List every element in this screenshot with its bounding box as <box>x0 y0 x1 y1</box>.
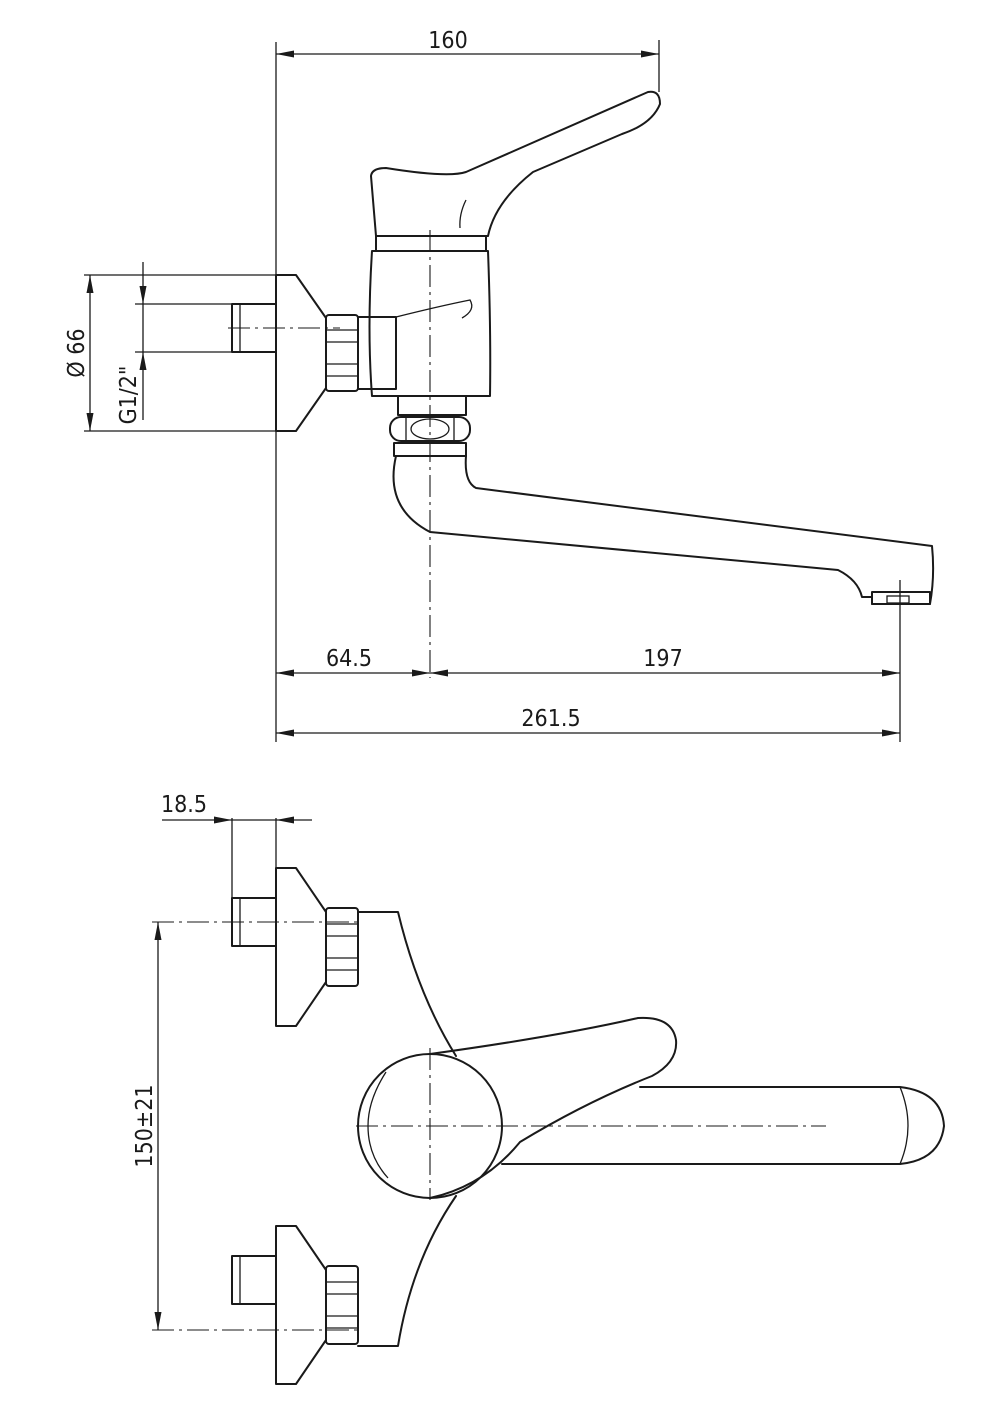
dim-flange-diameter-label: Ø 66 <box>64 328 90 377</box>
dimension-18-5: 18.5 <box>161 792 312 898</box>
dim-160-label: 160 <box>428 28 468 54</box>
lever-top <box>429 1016 678 1199</box>
dimension-flange-diameter: Ø 66 <box>64 274 276 432</box>
dimension-chain: 64.5 197 <box>276 646 900 677</box>
side-view: 160 <box>64 28 935 742</box>
spout-top <box>501 1086 945 1165</box>
swivel-ring <box>389 416 471 442</box>
wall-flange <box>275 274 327 432</box>
dim-18-5-label: 18.5 <box>161 792 207 818</box>
lever-handle <box>370 90 661 237</box>
dim-thread-label: G1/2" <box>116 366 142 425</box>
top-view: 18.5 <box>132 792 945 1385</box>
dim-261-5-label: 261.5 <box>521 706 580 732</box>
lower-eccentric <box>231 1225 359 1385</box>
dimension-261-5: 261.5 <box>276 706 900 737</box>
faucet-body <box>368 250 492 397</box>
dim-inlet-spacing-label: 150±21 <box>132 1084 158 1167</box>
body-top <box>357 911 457 1347</box>
dimension-inlet-spacing: 150±21 <box>132 922 162 1330</box>
dimension-thread: G1/2" <box>116 262 232 424</box>
dim-197-label: 197 <box>643 646 683 672</box>
spout <box>392 455 935 605</box>
hex-nut <box>325 314 359 392</box>
upper-eccentric <box>231 867 359 1027</box>
dim-64-5-label: 64.5 <box>326 646 372 672</box>
dimension-160: 160 <box>276 28 660 92</box>
aerator <box>871 591 931 605</box>
